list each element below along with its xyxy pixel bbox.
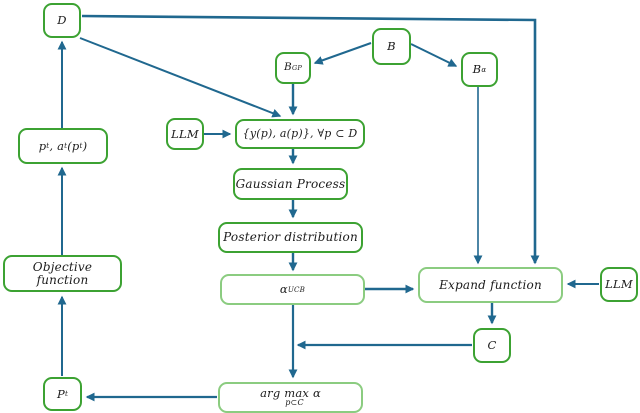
edge-b-to-bgp <box>313 42 372 65</box>
node-gaussian-process: Gaussian Process <box>233 168 348 200</box>
node-objective-function: Objective function <box>3 255 122 292</box>
edge-d-to-expand-function <box>81 14 540 265</box>
argmax-label: arg max α p⊂C <box>260 386 321 408</box>
edge-d-to-sample-set <box>79 37 282 118</box>
node-dataset-d: D <box>43 3 81 38</box>
node-b: B <box>372 28 411 65</box>
edge-b-to-balpha <box>410 43 458 67</box>
node-argmax: arg max α p⊂C <box>218 382 363 413</box>
node-sample-set: {y(p), a(p)}, ∀p ⊂ D <box>235 119 365 149</box>
node-posterior-distribution: Posterior distribution <box>218 222 363 253</box>
node-candidate-set-c: C <box>473 328 511 363</box>
node-llm-right: LLM <box>600 267 638 302</box>
node-llm-left: LLM <box>166 118 204 150</box>
node-expand-function: Expand function <box>418 267 563 303</box>
